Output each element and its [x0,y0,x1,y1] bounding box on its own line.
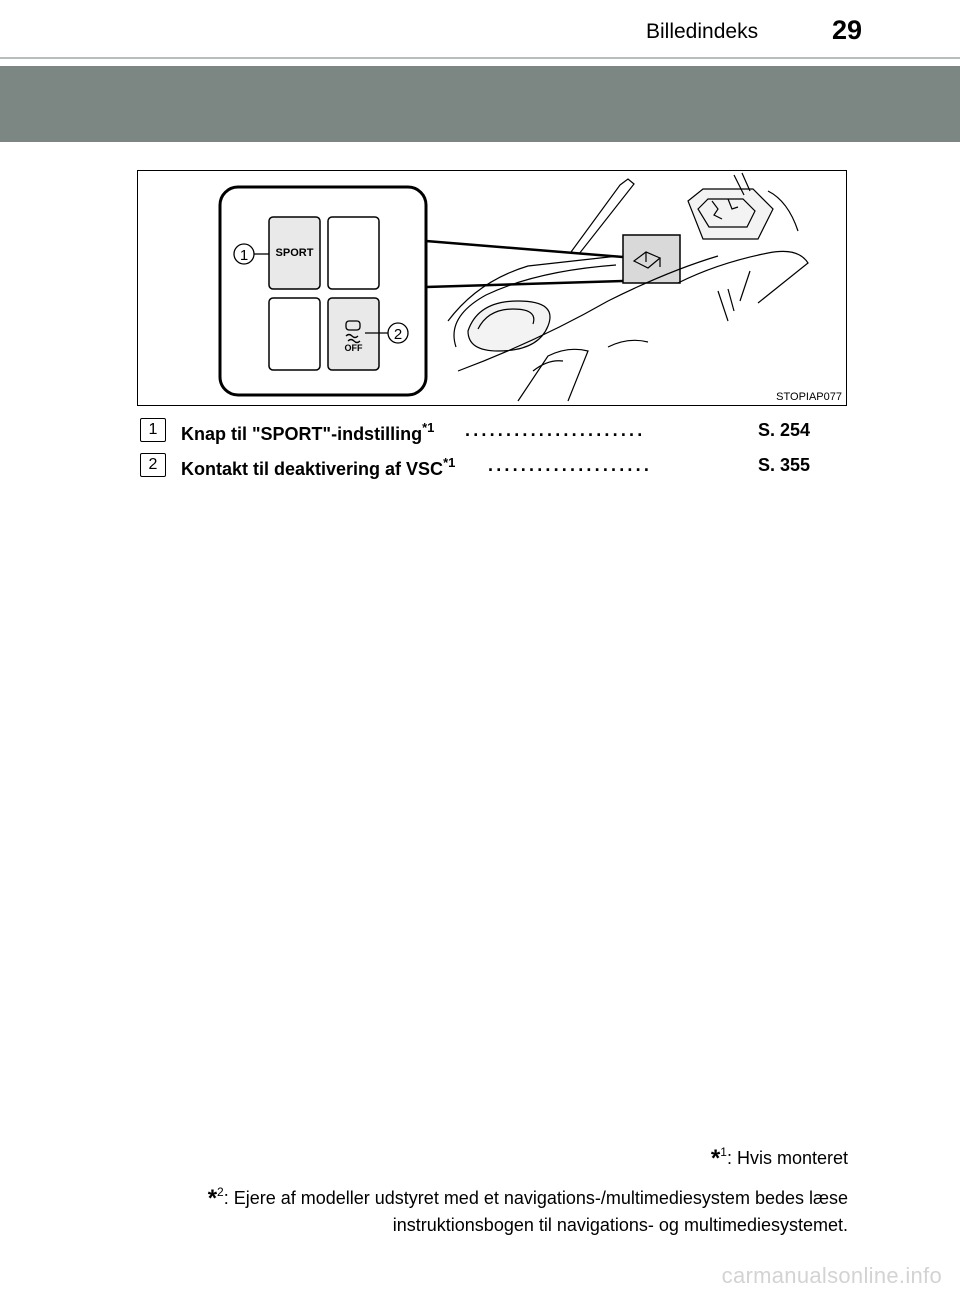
blank-switch-top [327,216,380,290]
callout-2-number: 2 [394,326,402,343]
index-entry-sport-switch[interactable]: 1 Knap til "SPORT"-indstilling*1 .......… [140,418,820,444]
leader-line-bottom [425,279,624,289]
vsc-car-icon [345,320,361,344]
entry-leader-dots: .................... [488,455,653,475]
vsc-off-label: OFF [345,343,363,353]
entry-label: Knap til "SPORT"-indstilling*1 [181,420,435,444]
center-console [447,172,809,402]
footnote-2: *2: Ejere af modeller udstyret med et na… [207,1185,848,1235]
entry-page-ref[interactable]: S. 254 [757,420,810,440]
entry-label: Kontakt til deaktivering af VSC*1 [181,455,456,479]
page-number: 29 [832,15,863,45]
console-illustration: SPORT OFF 1 2 [137,170,847,406]
figure-code: STOPIAP077 [776,391,842,403]
sport-switch-label: SPORT [276,247,314,259]
header-band [0,66,960,142]
entry-number: 1 [140,418,166,442]
footnote-1: *1: Hvis monteret [710,1145,848,1172]
entry-number: 2 [140,453,166,477]
leader-line-top [425,239,624,259]
blank-switch-bottom [268,297,321,371]
entry-leader-dots: ...................... [465,420,646,440]
watermark: carmanualsonline.info [721,1263,942,1288]
switch-panel-inset [218,185,428,397]
callout-1-number: 1 [240,247,248,264]
console-drawing: SPORT OFF 1 2 [218,172,809,402]
vsc-off-switch [327,297,380,371]
entry-page-ref[interactable]: S. 355 [757,455,810,475]
index-entry-vsc-off-switch[interactable]: 2 Kontakt til deaktivering af VSC*1 ....… [140,453,820,479]
header-rule [0,57,960,59]
sport-switch [268,216,321,290]
section-title: Billedindeks [646,20,759,43]
